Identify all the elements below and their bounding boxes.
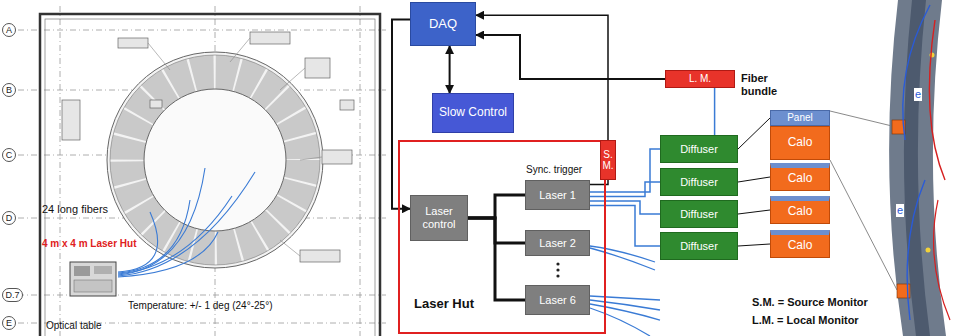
laser-fibers [590, 246, 660, 336]
diffuser-box: Diffuser [660, 232, 738, 260]
note-text: Temperature: +/- 1 deg (24°-25°) [128, 300, 272, 312]
node-text: Slow Control [439, 106, 507, 120]
grid-bubble: C [2, 148, 16, 162]
calo-box: Calo [770, 230, 830, 258]
diffuser-box: Diffuser [660, 200, 738, 228]
key-text: L.M. = Local Monitor [752, 314, 859, 327]
diffuser-box: Diffuser [660, 168, 738, 196]
grid-bubble: B [2, 83, 16, 97]
node-text: L. M. [689, 73, 711, 85]
node-text: Diffuser [680, 176, 718, 189]
laser-box: Laser 6 [525, 285, 590, 315]
ring-figure [830, 0, 950, 336]
note-text: 24 long fibers [42, 203, 108, 216]
node-text: Calo [788, 239, 813, 253]
note-text: Optical table [46, 320, 102, 332]
calo-box: Calo [770, 126, 830, 160]
node-text: E [6, 318, 12, 328]
connector [590, 206, 660, 247]
connector [738, 244, 770, 246]
particle-label: e [914, 88, 922, 101]
node-text: D.7 [5, 290, 19, 300]
diffuser-box: Diffuser [660, 135, 738, 163]
slow-control-box: Slow Control [432, 93, 514, 133]
laser-box: Laser control [410, 195, 468, 241]
region-title: Laser Hut [414, 297, 474, 312]
connector [392, 20, 410, 209]
connector [468, 195, 525, 218]
node-text: S. M. [601, 149, 615, 172]
room-label: 4 m x 4 m Laser Hut [42, 238, 136, 250]
laser-box: Laser 1 [525, 180, 590, 210]
connector [468, 218, 525, 300]
key-text: S.M. = Source Monitor [752, 296, 868, 309]
node-text: Laser 2 [539, 237, 576, 250]
laser-box: Laser 2 [525, 230, 590, 256]
node-text: Laser control [411, 205, 467, 230]
node-text: D [6, 213, 13, 223]
node-text: Calo [788, 136, 813, 150]
particle-label: e [896, 204, 904, 217]
connector [590, 182, 660, 197]
calo-box: Calo [770, 163, 830, 191]
floor-plan [18, 6, 386, 336]
node-text: Laser 6 [539, 294, 576, 307]
laser-hut-figure [70, 262, 116, 296]
panel-box: Panel [770, 110, 830, 126]
fiber-label: Fiber bundle [741, 72, 787, 97]
connector [738, 210, 770, 214]
grid-bubble: E [2, 316, 16, 330]
calo-box: Calo [770, 196, 830, 224]
source-monitor-box: S. M. [600, 140, 616, 180]
node-text: Diffuser [680, 208, 718, 221]
grid-bubble: D.7 [2, 288, 23, 302]
node-text: Diffuser [680, 240, 718, 253]
node-text: Calo [788, 172, 813, 186]
ellipsis-dots [556, 262, 559, 277]
node-text: A [6, 25, 12, 35]
connector [590, 201, 660, 214]
node-text: Panel [787, 112, 813, 124]
grid-bubble: D [2, 211, 16, 225]
connector [714, 88, 716, 135]
node-text: B [6, 85, 12, 95]
node-text: DAQ [429, 17, 457, 32]
local-monitor-box: L. M. [665, 70, 735, 88]
connector [476, 35, 665, 79]
daq-box: DAQ [410, 2, 476, 46]
connector [738, 118, 770, 149]
node-text: Laser 1 [539, 189, 576, 202]
node-text: Calo [788, 205, 813, 219]
grid-bubble: A [2, 23, 16, 37]
node-text: C [6, 150, 13, 160]
connector [738, 177, 770, 182]
signal-label: Sync. trigger [526, 164, 582, 176]
connector [449, 46, 451, 93]
node-text: Diffuser [680, 143, 718, 156]
